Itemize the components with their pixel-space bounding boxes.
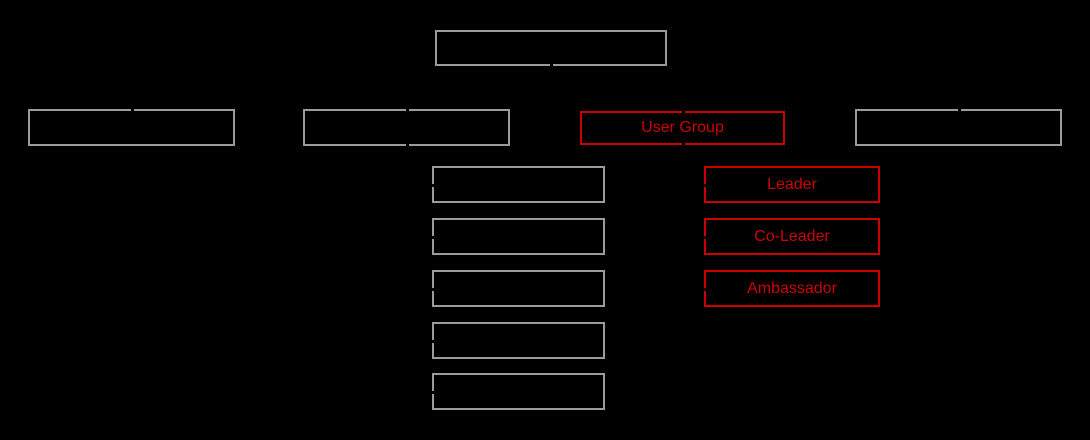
- connector-stub: [432, 287, 438, 291]
- org-node-leader: Leader: [704, 166, 880, 203]
- connector-stub: [704, 287, 710, 291]
- connector-stub: [432, 390, 438, 394]
- connector-stub: [550, 60, 553, 66]
- connector-stub: [432, 183, 438, 187]
- connector-stub: [432, 339, 438, 343]
- org-node-branch2-child-2: [432, 218, 605, 255]
- connector-stub: [704, 183, 710, 187]
- org-node-branch-2: [303, 109, 510, 146]
- connector-stub: [681, 111, 685, 117]
- org-node-branch2-child-1: [432, 166, 605, 203]
- org-node-branch2-child-5: [432, 373, 605, 410]
- org-node-root: [435, 30, 667, 66]
- connector-stub: [681, 139, 685, 145]
- connector-stub: [432, 235, 438, 239]
- connector-stub: [130, 109, 134, 115]
- org-node-ambassador: Ambassador: [704, 270, 880, 307]
- org-node-branch2-child-4: [432, 322, 605, 359]
- org-node-branch-1: [28, 109, 235, 146]
- node-label: Co-Leader: [754, 227, 830, 245]
- connector-stub: [704, 235, 710, 239]
- connector-stub: [957, 109, 961, 115]
- org-node-branch2-child-3: [432, 270, 605, 307]
- node-label: Ambassador: [747, 279, 837, 297]
- org-node-user-group: User Group: [580, 111, 785, 145]
- connector-stub: [405, 140, 409, 146]
- connector-stub: [405, 109, 409, 115]
- org-node-branch-4: [855, 109, 1062, 146]
- node-label: Leader: [767, 175, 817, 193]
- node-label: User Group: [641, 119, 724, 136]
- org-node-co-leader: Co-Leader: [704, 218, 880, 255]
